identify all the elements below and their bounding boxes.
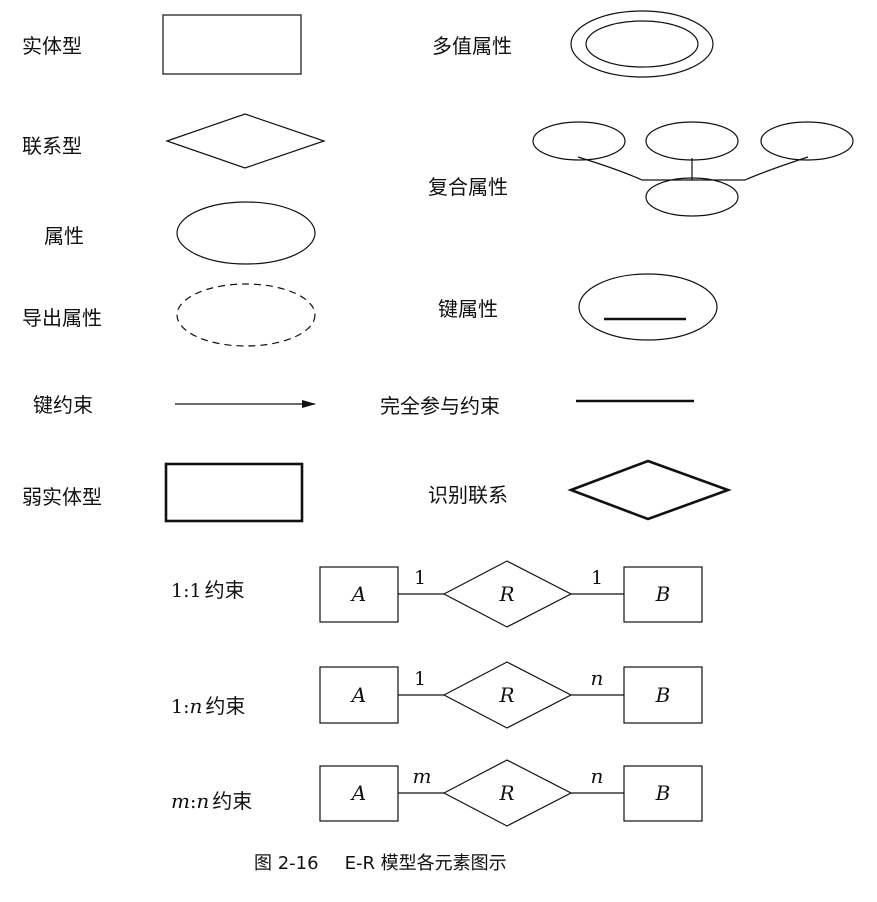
relationship-r-label: R [498, 683, 514, 707]
composite-whole-ellipse [645, 177, 739, 217]
figure-caption: 图 2-16 E-R 模型各元素图示 [254, 853, 507, 874]
label-entity: 实体型 [22, 34, 82, 58]
multivalued-outer-ellipse [570, 10, 714, 78]
entity-b-label: B [655, 683, 671, 707]
entity-a-label: A [350, 683, 366, 707]
label-relationship: 联系型 [22, 134, 82, 158]
label-attribute: 属性 [44, 224, 84, 248]
label-key-constraint: 键约束 [33, 393, 93, 417]
cardinality-mark-left: m [413, 764, 432, 788]
entity-box-b [623, 566, 703, 623]
label-identifying-relationship: 识别联系 [428, 483, 508, 507]
composite-part-ellipse-middle [645, 121, 739, 161]
figure-number: 图 2-16 [254, 853, 319, 874]
entity-box-b [623, 765, 703, 822]
composite-part-ellipse-left [532, 121, 626, 161]
entity-rectangle [162, 14, 302, 75]
relationship-diamond [165, 113, 326, 169]
cardinality-mark-right: n [591, 764, 604, 788]
relationship-r-label: R [498, 781, 514, 805]
label-total-participation: 完全参与约束 [380, 394, 500, 418]
multivalued-inner-ellipse [585, 20, 699, 68]
key-attribute-ellipse [578, 273, 718, 341]
attribute-ellipse [176, 201, 316, 265]
relationship-r-label: R [498, 582, 514, 606]
cardinality-mark-left: 1 [414, 567, 426, 589]
entity-a-label: A [350, 781, 366, 805]
label-derived-attribute: 导出属性 [22, 306, 102, 330]
cardinality-mark-left: 1 [414, 668, 426, 690]
entity-box-b [623, 666, 703, 724]
composite-attribute-group [532, 121, 854, 217]
figure-title: E-R 模型各元素图示 [345, 853, 507, 874]
cardinality-mark-right: n [591, 666, 604, 690]
identifying-relationship-thick-diamond [567, 459, 732, 521]
weak-entity-thick-rectangle [164, 462, 304, 523]
entity-b-label: B [655, 582, 671, 606]
composite-part-ellipse-right [760, 121, 854, 161]
label-key-attribute: 键属性 [438, 297, 498, 321]
cardinality-mark-right: 1 [591, 567, 603, 589]
entity-b-label: B [655, 781, 671, 805]
derived-attribute-dashed-ellipse [176, 283, 316, 347]
label-weak-entity: 弱实体型 [22, 485, 102, 509]
label-composite-attribute: 复合属性 [428, 175, 508, 199]
label-multivalued-attribute: 多值属性 [432, 34, 512, 58]
entity-a-label: A [350, 582, 366, 606]
